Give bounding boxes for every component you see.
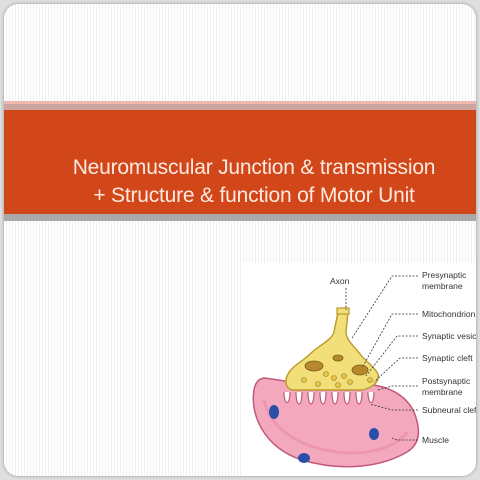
- slide-title-line-1: Neuromuscular Junction & transmission: [72, 156, 436, 179]
- title-band: [4, 110, 476, 214]
- label-axon: Axon: [330, 276, 350, 286]
- label-muscle: Muscle: [422, 435, 449, 445]
- muscle-fiber: [252, 377, 420, 468]
- label-postsynaptic: Postsynaptic: [422, 376, 471, 386]
- title-band-top-stripe: [4, 101, 476, 104]
- muscle-nucleus: [369, 428, 379, 440]
- muscle-nucleus: [269, 405, 279, 419]
- title-band-top-shadow: [4, 104, 476, 110]
- title-band-bottom-stripe: [4, 214, 476, 221]
- label-presynaptic-membrane: membrane: [422, 281, 463, 291]
- slide-title-line-2: + Structure & function of Motor Unit: [93, 184, 415, 207]
- muscle-nucleus: [298, 453, 310, 463]
- subneural-folds: [283, 391, 375, 405]
- nmj-illustration: Axon Presynaptic membrane Mitochondrion …: [252, 270, 476, 468]
- slide: Neuromuscular Junction & transmission + …: [4, 4, 476, 476]
- label-presynaptic: Presynaptic: [422, 270, 467, 280]
- slide-title: Neuromuscular Junction & transmission + …: [44, 154, 464, 210]
- muscle-highlight: [262, 399, 409, 455]
- label-synaptic-vesicle: Synaptic vesicle: [422, 331, 476, 341]
- label-postsynaptic-membrane: membrane: [422, 387, 463, 397]
- mitochondria: [304, 354, 369, 376]
- label-mitochondrion: Mitochondrion: [422, 309, 476, 319]
- neuromuscular-junction-diagram: Axon Presynaptic membrane Mitochondrion …: [242, 262, 476, 476]
- leader-lines: [345, 275, 418, 441]
- synaptic-vesicles: [301, 371, 373, 388]
- label-subneural-cleft: Subneural cleft: [422, 405, 476, 415]
- label-synaptic-cleft: Synaptic cleft: [422, 353, 473, 363]
- axon-top: [336, 307, 350, 315]
